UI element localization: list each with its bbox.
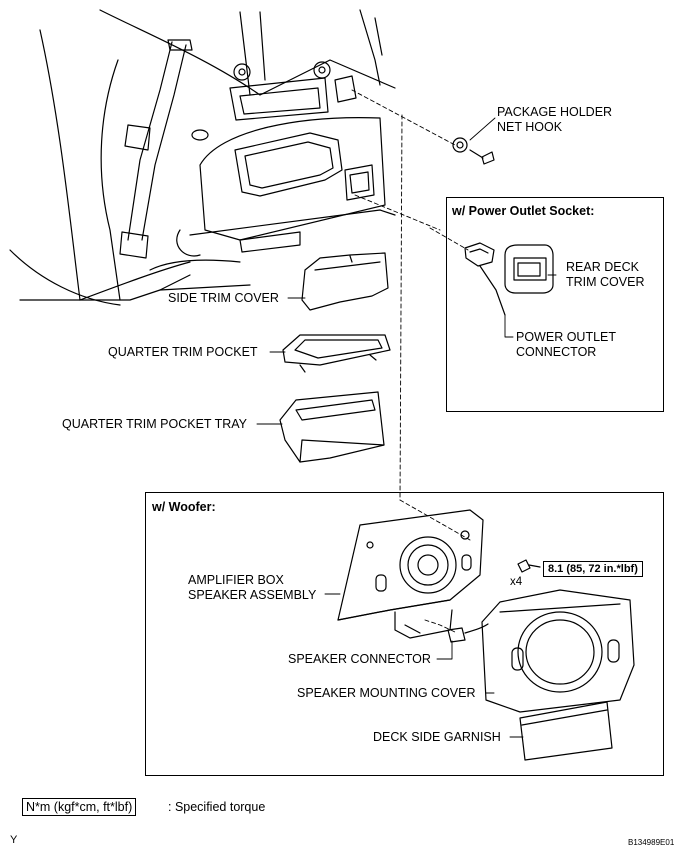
bolt-part [517,559,541,573]
torque-spec-box: 8.1 (85, 72 in.*lbf) [543,561,643,577]
power-outlet-socket-box [446,197,664,412]
quarter-trim-pocket-label: QUARTER TRIM POCKET [108,345,258,359]
quarter-trim-pocket-tray-part [279,391,385,463]
power-outlet-connector-label: POWER OUTLET CONNECTOR [516,330,616,360]
amplifier-box-speaker-assembly-label-line-2: SPEAKER ASSEMBLY [188,588,317,602]
speaker-connector-part [447,623,489,643]
amplifier-box-speaker-assembly-label-line-1: AMPLIFIER BOX [188,573,284,587]
power-outlet-connector-label-line-1: POWER OUTLET [516,330,617,344]
rear-deck-trim-cover-label-line-1: REAR DECK [566,260,639,274]
speaker-mounting-cover-label: SPEAKER MOUNTING COVER [297,686,476,700]
deck-side-garnish-label: DECK SIDE GARNISH [373,730,501,744]
legend-torque-key: N*m (kgf*cm, ft*lbf) [22,798,137,816]
rear-deck-trim-cover-label: REAR DECK TRIM COVER [566,260,644,290]
legend-torque-description: : Specified torque [168,800,266,814]
figure-code: B134989E01 [628,838,675,847]
corner-mark-left: Y [10,834,18,846]
alignment-lines [351,89,471,633]
speaker-mounting-cover-part [481,589,635,713]
power-outlet-socket-box-title: w/ Power Outlet Socket: [452,204,595,218]
rear-deck-trim-cover-label-line-2: TRIM COVER [566,275,645,289]
package-holder-net-hook-label-line-1: PACKAGE HOLDER [497,105,613,119]
callout-leaders [256,117,557,738]
deck-side-garnish-part [519,701,613,761]
side-trim-cover-label: SIDE TRIM COVER [168,291,279,305]
woofer-box-title: w/ Woofer: [152,500,216,514]
power-outlet-connector-label-line-2: CONNECTOR [516,345,597,359]
amplifier-box-speaker-assembly-label: AMPLIFIER BOX SPEAKER ASSEMBLY [188,573,316,603]
side-trim-cover-part [301,252,389,311]
quarter-trim-pocket-tray-label: QUARTER TRIM POCKET TRAY [62,417,247,431]
power-outlet-parts [464,242,554,316]
package-holder-net-hook-label-line-2: NET HOOK [497,120,563,134]
speaker-connector-label: SPEAKER CONNECTOR [288,652,431,666]
vehicle-interior-illustration [9,9,396,306]
package-holder-net-hook-label: PACKAGE HOLDER NET HOOK [497,105,612,135]
package-holder-net-hook-part [452,137,495,165]
amplifier-box-speaker-assembly-part [337,509,484,639]
quarter-trim-pocket-part [282,334,391,373]
bolt-quantity-label: x4 [510,576,523,588]
woofer-box [145,492,664,776]
